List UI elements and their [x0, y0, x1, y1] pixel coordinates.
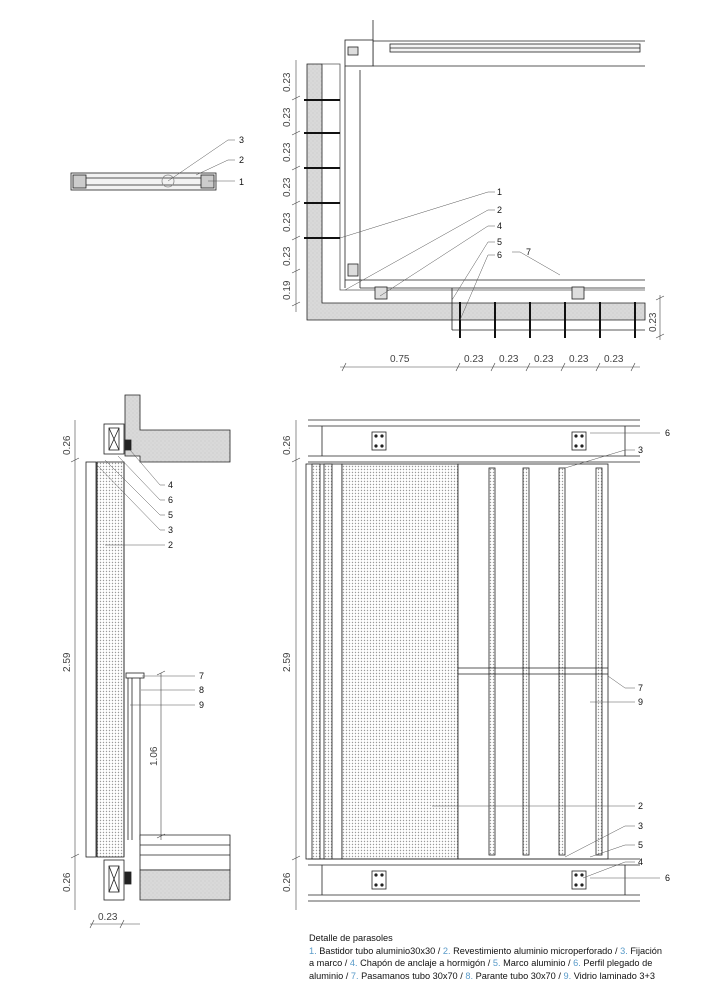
callout-1: 1 — [497, 187, 502, 197]
legend-number: 6. — [573, 958, 581, 969]
dim-label: 0.26 — [282, 435, 293, 455]
elevation-callouts: 6 3 7 9 2 3 5 4 6 — [638, 428, 670, 883]
dim-label: 2.59 — [62, 652, 73, 672]
callout-6: 6 — [665, 873, 670, 883]
callout-5: 5 — [168, 510, 173, 520]
dim-label: 0.23 — [282, 246, 293, 266]
plan-callouts: 1 2 4 5 6 7 — [497, 187, 531, 260]
dim-label: 0.23 — [282, 142, 293, 162]
section-dimensions: 0.26 2.59 0.26 1.06 0.23 — [62, 435, 160, 923]
legend-text: Revestimiento aluminio microperforado / — [453, 945, 618, 956]
callout-6: 6 — [168, 495, 173, 505]
elevation-dimensions: 0.26 2.59 0.26 — [282, 435, 293, 892]
caption-title: Detalle de parasoles — [309, 933, 393, 943]
callout-9: 9 — [638, 697, 643, 707]
legend-number: 7. — [350, 970, 359, 981]
dim-label: 0.19 — [282, 280, 293, 300]
legend-number: 5. — [492, 958, 501, 969]
dim-label: 0.23 — [569, 354, 589, 365]
dim-label: 0.26 — [282, 872, 293, 892]
callout-4: 4 — [168, 480, 173, 490]
callout-3: 3 — [638, 821, 643, 831]
dim-label: 0.23 — [282, 177, 293, 197]
dim-label: 0.23 — [534, 354, 554, 365]
dim-label: 0.26 — [62, 872, 73, 892]
dim-label: 2.59 — [282, 652, 293, 672]
dim-label: 0.26 — [62, 435, 73, 455]
legend-text: Parante tubo 30x70 / — [475, 970, 561, 981]
dim-label: 0.23 — [499, 354, 519, 365]
callout-2: 2 — [168, 540, 173, 550]
callout-7: 7 — [638, 683, 643, 693]
legend-number: 2. — [442, 945, 451, 956]
legend-text: Vidrio laminado 3+3 — [573, 970, 655, 981]
legend-text: Bastidor tubo aluminio30x30 / — [319, 945, 441, 956]
callout-2: 2 — [497, 205, 502, 215]
callout-4: 4 — [497, 221, 502, 231]
small-profile-detail — [70, 139, 235, 191]
callout-2: 2 — [638, 801, 643, 811]
dim-label: 0.23 — [648, 312, 659, 332]
legend-text: Perfil plegado de aluminio / — [309, 958, 653, 981]
callout-5: 5 — [497, 237, 502, 247]
callout-6: 6 — [665, 428, 670, 438]
dim-label: 0.23 — [604, 354, 624, 365]
section-drawing — [70, 394, 231, 929]
callout-3: 3 — [168, 525, 173, 535]
legend-number: 1. — [309, 945, 317, 956]
callout-2: 2 — [239, 155, 244, 165]
dim-label: 0.23 — [282, 72, 293, 92]
legend-text: Marco aluminio / — [503, 958, 571, 969]
callout-7: 7 — [199, 671, 204, 681]
legend-text: Pasamanos tubo 30x70 / — [361, 970, 463, 981]
caption-items: 1. Bastidor tubo aluminio30x30 / 2. Reve… — [309, 945, 669, 983]
legend-text: Chapón de anclaje a hormigón / — [360, 958, 491, 969]
callout-4: 4 — [638, 857, 643, 867]
legend-number: 3. — [620, 945, 628, 956]
legend-number: 4. — [349, 958, 358, 969]
plan-left-dimensions: 0.23 0.23 0.23 0.23 0.23 0.23 0.19 — [282, 72, 293, 300]
dim-label: 0.23 — [464, 354, 484, 365]
plan-drawing — [291, 20, 665, 372]
callout-1: 1 — [239, 177, 244, 187]
callout-7: 7 — [526, 247, 531, 257]
callout-3: 3 — [638, 445, 643, 455]
legend-text: Fijación a marco / — [309, 945, 662, 969]
callout-5: 5 — [638, 840, 643, 850]
dim-label: 0.23 — [282, 212, 293, 232]
section-callouts: 4 6 5 3 2 7 8 9 — [168, 480, 204, 710]
dim-label: 0.23 — [98, 912, 118, 923]
dim-label: 0.23 — [282, 107, 293, 127]
dim-label: 0.75 — [390, 354, 410, 365]
legend-caption: Detalle de parasoles 1. Bastidor tubo al… — [309, 932, 669, 982]
rail-height-label: 1.06 — [149, 746, 160, 766]
callout-9: 9 — [199, 700, 204, 710]
callout-3: 3 — [239, 135, 244, 145]
legend-number: 8. — [465, 970, 474, 981]
legend-number: 9. — [563, 970, 572, 981]
callout-8: 8 — [199, 685, 204, 695]
callout-6: 6 — [497, 250, 502, 260]
elevation-drawing — [291, 419, 660, 910]
plan-bottom-dimensions: 0.75 0.23 0.23 0.23 0.23 0.23 0.23 — [390, 312, 659, 365]
